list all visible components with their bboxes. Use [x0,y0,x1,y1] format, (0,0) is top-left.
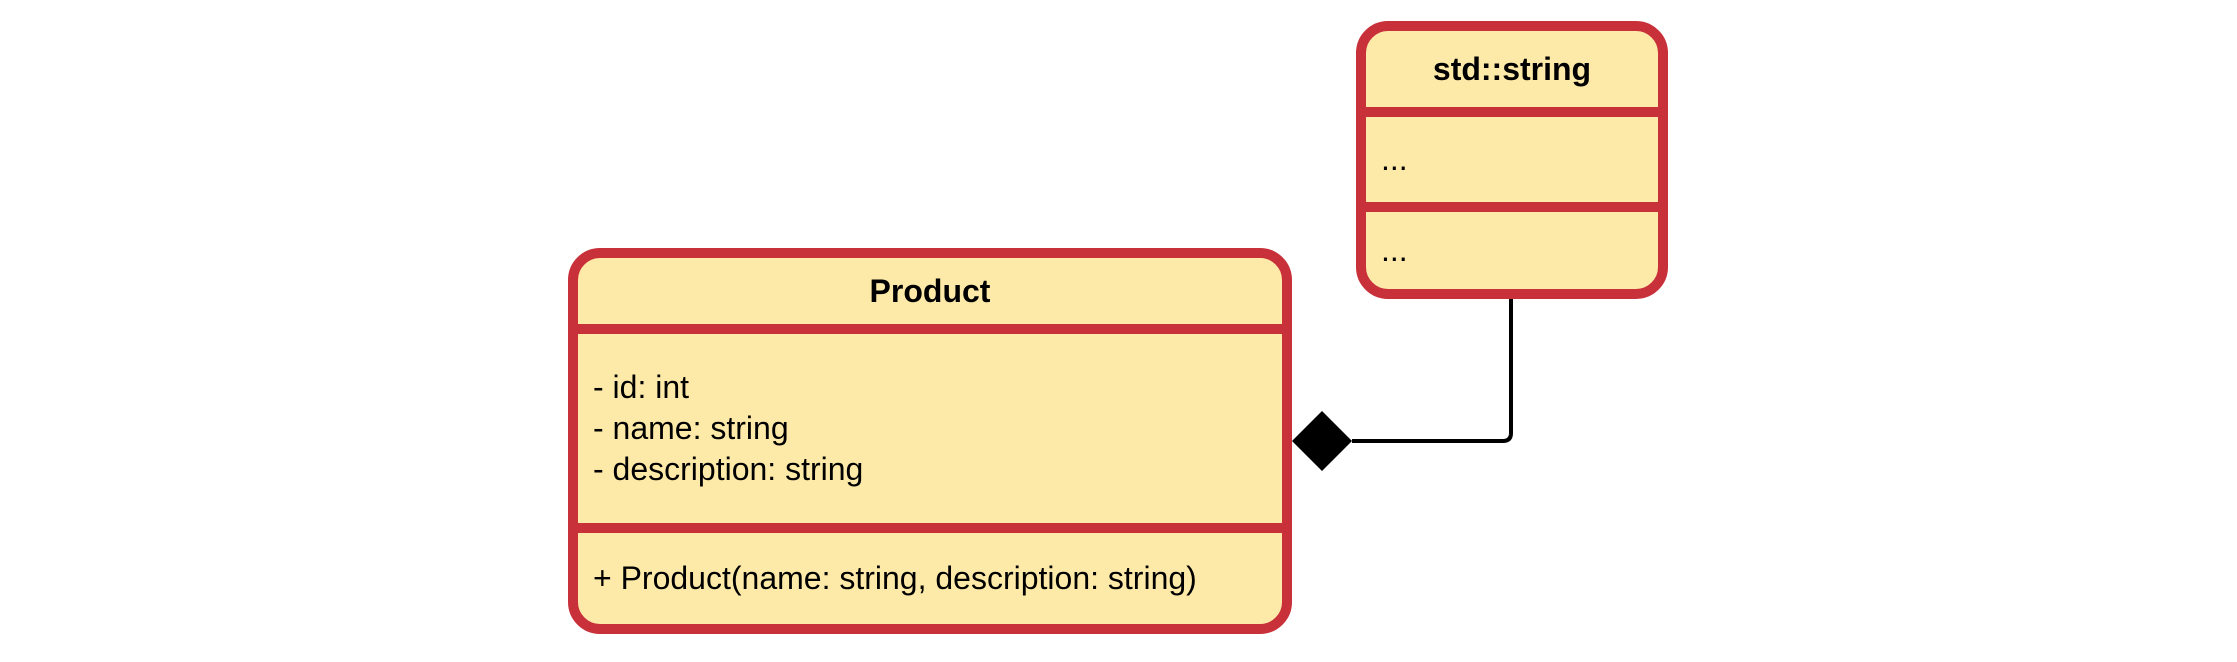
class-std-string[interactable]: std::string ... ... [1356,21,1668,299]
attribute-id: - id: int [593,369,690,405]
class-product[interactable]: Product - id: int - name: string - descr… [568,248,1292,634]
attribute-description: - description: string [593,451,864,487]
class-name-section: std::string [1366,31,1658,107]
class-name: Product [869,272,991,309]
attribute-name: - name: string [593,410,789,446]
class-name-section: Product [578,258,1282,324]
composition-diamond-icon [1292,411,1352,471]
class-name: std::string [1432,50,1592,87]
operation-constructor: + Product(name: string, description: str… [593,560,1197,596]
operation-placeholder: ... [1381,232,1408,268]
attributes-section: ... [1366,107,1658,202]
operations-section: + Product(name: string, description: str… [578,523,1282,624]
operations-section: ... [1366,202,1658,289]
composition-line [1352,292,1513,443]
attributes-section: - id: int - name: string - description: … [578,324,1282,523]
attribute-placeholder: ... [1381,141,1408,177]
